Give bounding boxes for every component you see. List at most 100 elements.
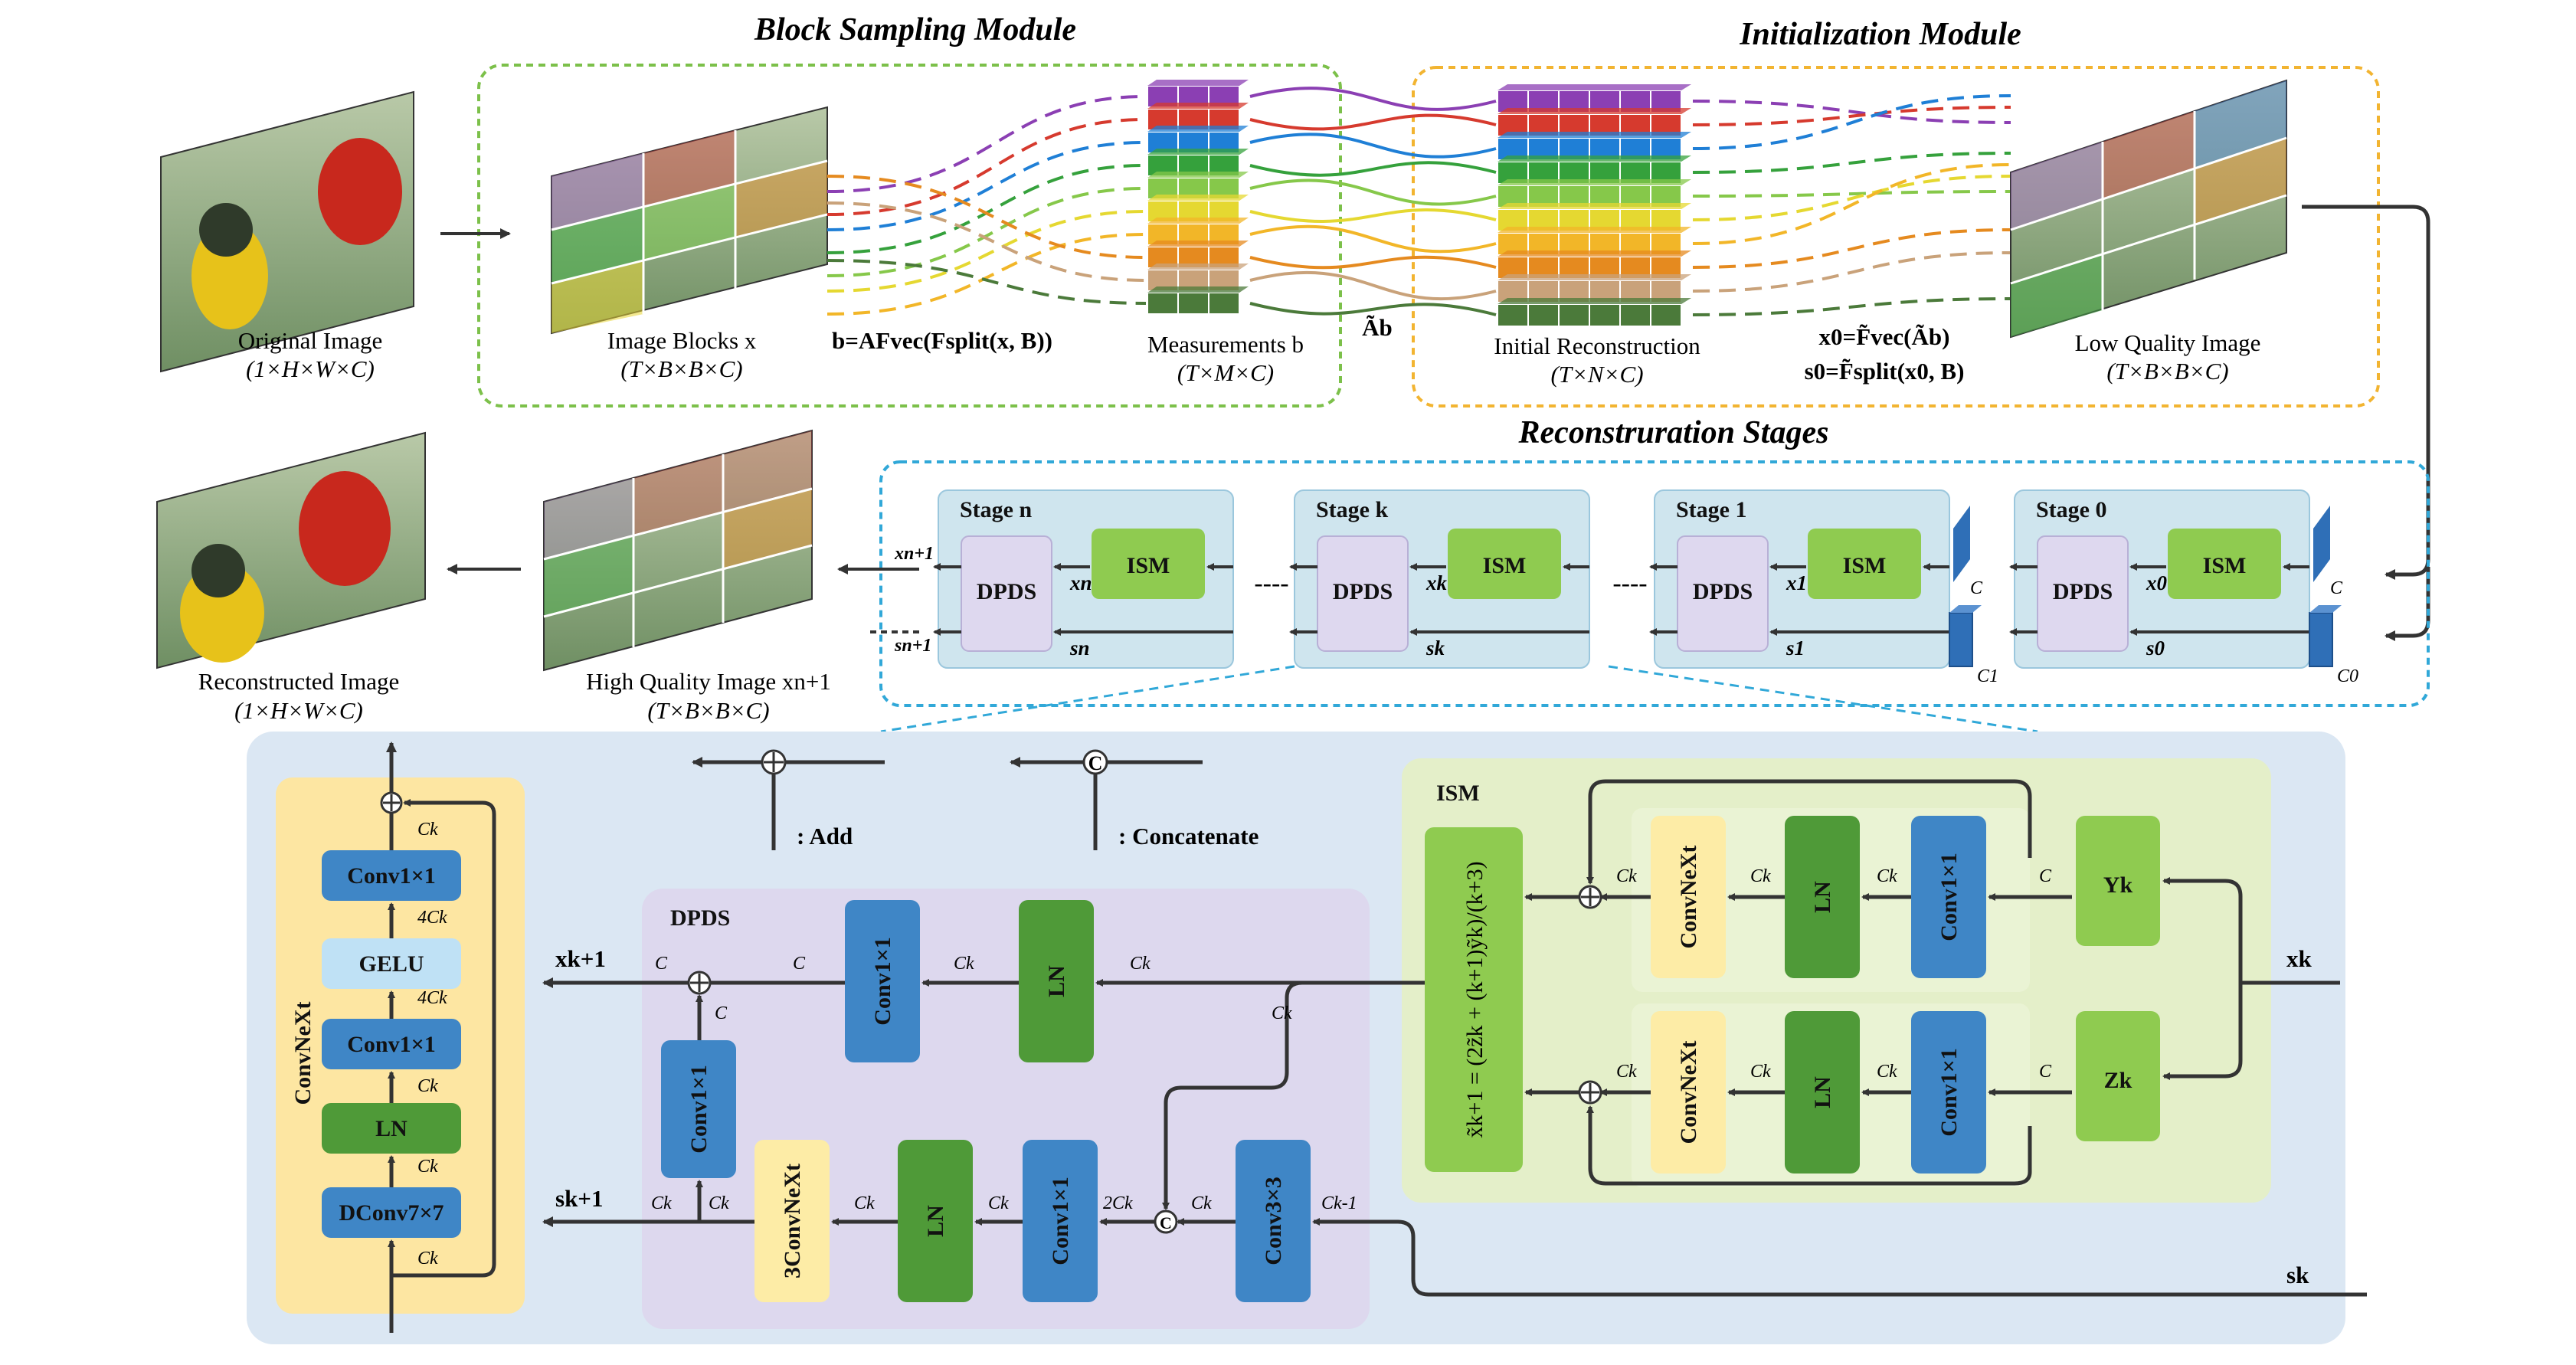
stage-title: Stage 0 [2036,497,2107,522]
dpds-3convnext [754,1140,830,1302]
convnext-channel-label: Ck [417,1076,438,1096]
convnext-channel-label: Ck [417,1249,438,1268]
dpds-ln-top-label: LN [1044,965,1069,997]
recon-row-top [1497,227,1691,233]
dpds-conv-side [661,1040,736,1178]
ism-xk-label: xk [2286,945,2313,972]
connector-to-stage0 [2302,205,2430,580]
measurement-row-top [1147,195,1249,201]
transfer-line [1249,224,1497,254]
reconstruction-title: Reconstruration Stages [1518,415,1829,450]
ism-channel-label: Ck [1616,1062,1637,1082]
dpds-s-in [1312,1218,2367,1297]
image-blocks-label: Image Blocks x [607,327,757,354]
mapping-line [1692,106,2011,126]
convnext-block-label: DConv7×7 [339,1200,444,1226]
stage-dpds-label: DPDS [1333,579,1393,604]
dpds-ln-bottom [898,1140,973,1302]
transfer-line [1249,208,1497,223]
stage-ism-block [2168,529,2281,599]
dpds-channel-label: Ck [651,1193,672,1213]
zoom-line-right [1608,665,2038,733]
stage-dpds-label: DPDS [2053,579,2113,604]
measurement-row-top [1147,264,1249,270]
ism-row-block-label: LN [1810,881,1835,913]
recon-row-top [1497,298,1691,304]
measurement-row-top [1147,172,1249,178]
measurements-stack [1147,80,1249,315]
low-quality-image [2010,79,2287,339]
mapping-line [1692,175,2011,221]
dpds-channel-label: 2Ck [1103,1193,1133,1213]
mapping-line [826,210,1147,293]
ism-row-block [1651,816,1726,978]
stage-x-label: xk [1425,571,1448,594]
reconstructed-label: Reconstructed Image [198,668,400,695]
measurement-row-top [1147,286,1249,293]
channel-block [1949,612,1973,667]
measurement-row-top [1147,80,1249,86]
reconstruction-frame [879,460,2430,707]
ism-xk-to-yk [2162,877,2243,983]
mapping-line [1692,190,2011,198]
high-quality-dims: (T×B×B×C) [647,697,769,724]
mapping-line [1692,297,2011,316]
mapping-line [826,141,1147,231]
stage-ism-label: ISM [2203,553,2247,578]
block-sampling-title: Block Sampling Module [754,12,1076,47]
init-equation-1: x0=F̃vec(Ãb) [1819,323,1950,350]
measurement-row-top [1147,241,1249,247]
legend-add-label: : Add [797,823,853,849]
stage-ism-label: ISM [1127,553,1170,578]
high-quality-label: High Quality Image xn+1 [586,668,831,695]
stage-ism-block [1092,529,1205,599]
ism-row-block [1911,1011,1986,1174]
stage-title: Stage n [960,497,1032,522]
ism-row-block-label: ConvNeXt [1676,1041,1701,1144]
initialization-frame [1412,66,2380,408]
ism-channel-label: Ck [1750,866,1771,886]
ism-row-block [1785,816,1860,978]
dpds-3convnext-label: 3ConvNeXt [780,1164,805,1278]
ism-yk-block [2076,816,2160,946]
ism-row-block-label: Conv1×1 [1936,1048,1962,1136]
measurements-label: Measurements b [1147,331,1304,358]
mapping-line [826,233,1147,316]
init-equation-2: s0=F̃split(x0, B) [1805,358,1965,385]
dpds-channel-label: Ck [1191,1193,1212,1213]
dpds-conv-bottom [1023,1140,1098,1302]
measurement-row-top [1147,218,1249,224]
stage-x-label: xn [1069,571,1092,594]
dpds-channel-label: Ck [854,1193,875,1213]
convnext-block [322,1187,461,1238]
ism-channel-label: Ck [1616,866,1637,886]
dpds-ln-bottom-label: LN [923,1205,948,1237]
stage-s-label: sk [1425,637,1445,660]
mapping-line [1692,163,2011,245]
ism-title: ISM [1436,781,1480,806]
dpds-x-out-label: xk+1 [555,945,606,972]
channel-slab [1953,506,1970,582]
transfer-line [1249,178,1497,206]
dpds-channel-label: C [655,954,668,974]
initialization-title: Initialization Module [1739,17,2021,52]
convnext-block [322,938,461,989]
ism-channel-label: C [2039,1062,2052,1082]
ism-xk-to-zk [2162,983,2243,1080]
stage-dpds-label: DPDS [1693,579,1753,604]
stage-dpds-block [2037,535,2129,652]
low-quality-label: Low Quality Image [2075,329,2261,356]
convnext-block [322,1019,461,1069]
mapping-line [1692,100,2011,124]
convnext-block-label: LN [375,1116,408,1141]
stage-title: Stage 1 [1676,497,1747,522]
ism-skip-top [1586,779,2032,885]
dpds-channel-label: C [715,1003,728,1023]
stage-dpds-block [961,535,1052,652]
measurement-row-top [1147,126,1249,132]
transfer-line [1249,161,1497,177]
ism-zk-label: Zk [2104,1068,2132,1093]
mapping-line [1692,251,2011,293]
stage-s-label: s1 [1786,637,1805,660]
